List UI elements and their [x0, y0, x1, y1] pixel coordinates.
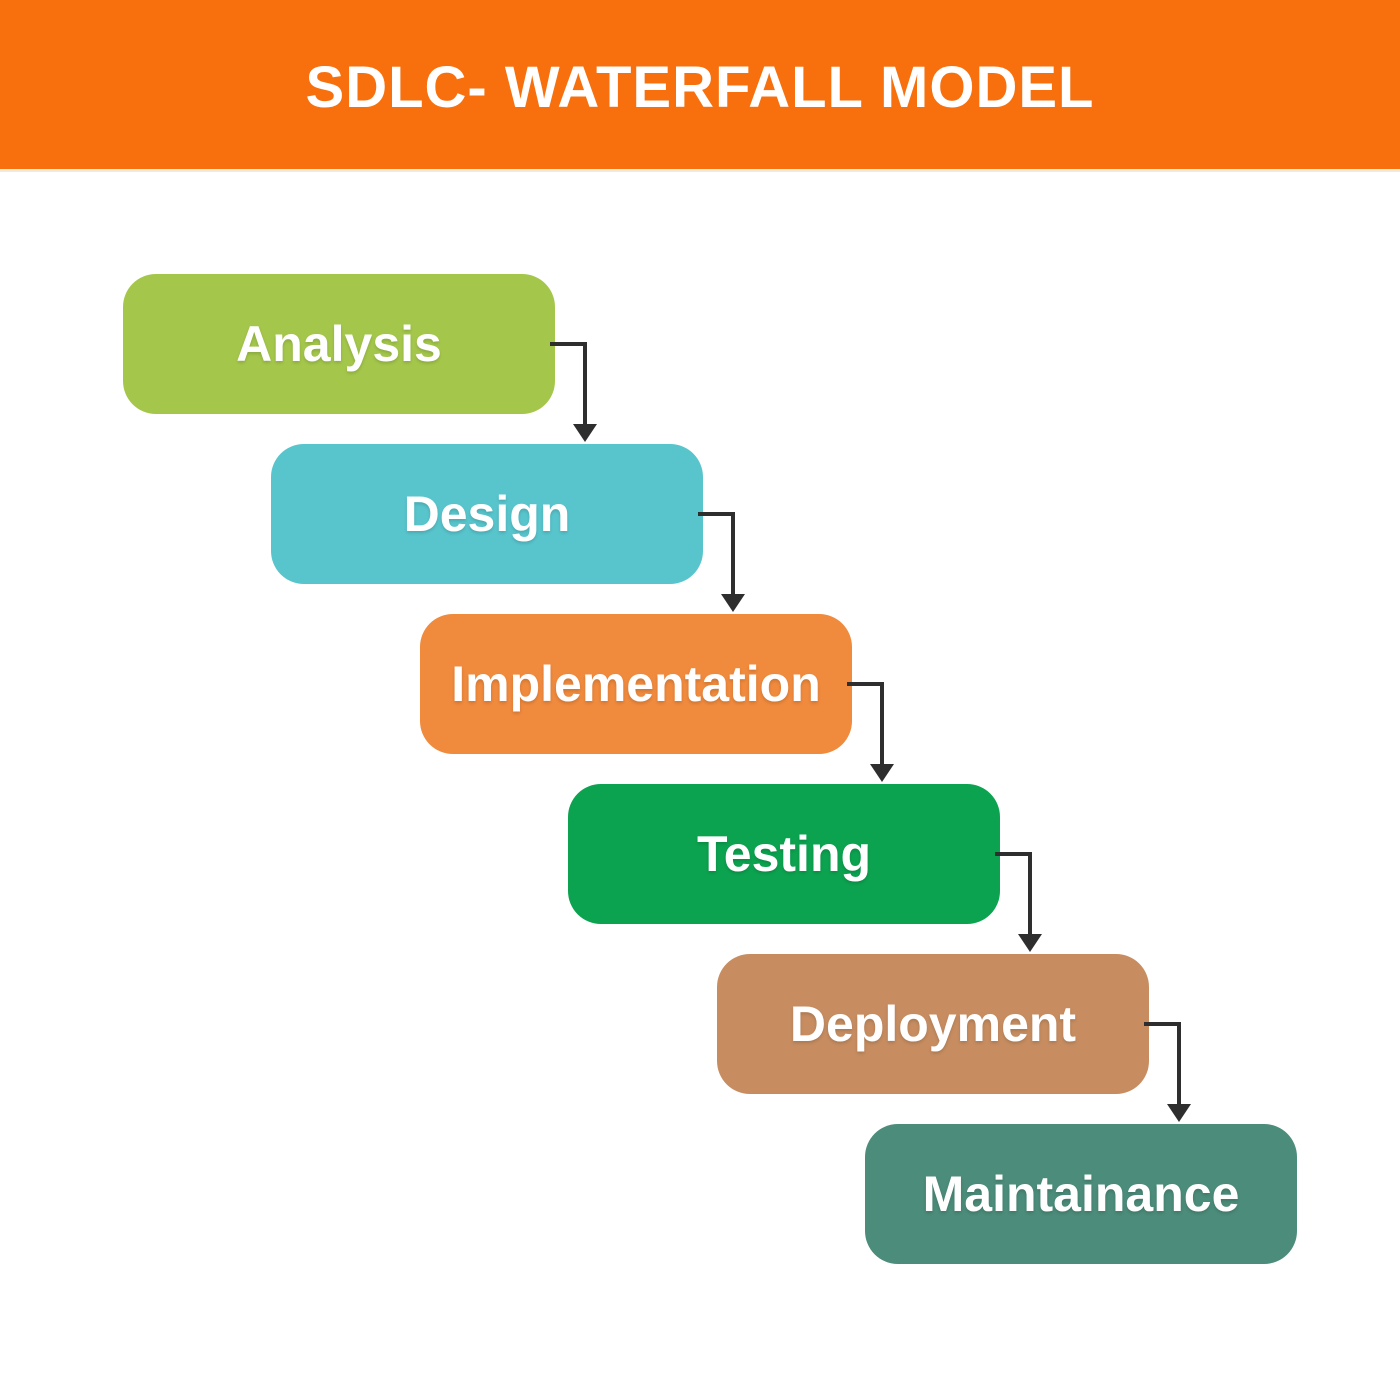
arrow-horizontal-segment	[550, 342, 587, 346]
page-title: SDLC- WATERFALL MODEL	[305, 55, 1095, 120]
stage-deployment: Deployment	[717, 954, 1149, 1094]
stage-label: Deployment	[789, 996, 1077, 1052]
stage-analysis: Analysis	[123, 274, 555, 414]
arrowhead-down-icon	[721, 594, 745, 612]
stage-label: Design	[403, 486, 571, 542]
arrow-implementation-to-testing	[847, 682, 917, 784]
stage-label: Analysis	[236, 316, 442, 372]
stage-maintainance: Maintainance	[865, 1124, 1297, 1264]
arrow-vertical-segment	[1028, 852, 1032, 934]
arrow-vertical-segment	[1177, 1022, 1181, 1104]
arrow-vertical-segment	[583, 342, 587, 424]
arrow-analysis-to-design	[550, 342, 620, 444]
arrow-deployment-to-maintainance	[1144, 1022, 1214, 1124]
arrowhead-down-icon	[870, 764, 894, 782]
stage-testing: Testing	[568, 784, 1000, 924]
stage-implementation: Implementation	[420, 614, 852, 754]
arrowhead-down-icon	[1018, 934, 1042, 952]
arrow-vertical-segment	[880, 682, 884, 764]
arrow-horizontal-segment	[995, 852, 1032, 856]
stage-label: Testing	[696, 826, 872, 882]
arrowhead-down-icon	[573, 424, 597, 442]
arrow-design-to-implementation	[698, 512, 768, 614]
arrow-horizontal-segment	[1144, 1022, 1181, 1026]
arrowhead-down-icon	[1167, 1104, 1191, 1122]
stage-label: Implementation	[451, 656, 821, 712]
arrow-horizontal-segment	[698, 512, 735, 516]
arrow-testing-to-deployment	[995, 852, 1065, 954]
arrow-vertical-segment	[731, 512, 735, 594]
stage-label: Maintainance	[922, 1166, 1240, 1222]
header-banner: SDLC- WATERFALL MODEL	[0, 0, 1400, 172]
arrow-horizontal-segment	[847, 682, 884, 686]
stage-design: Design	[271, 444, 703, 584]
